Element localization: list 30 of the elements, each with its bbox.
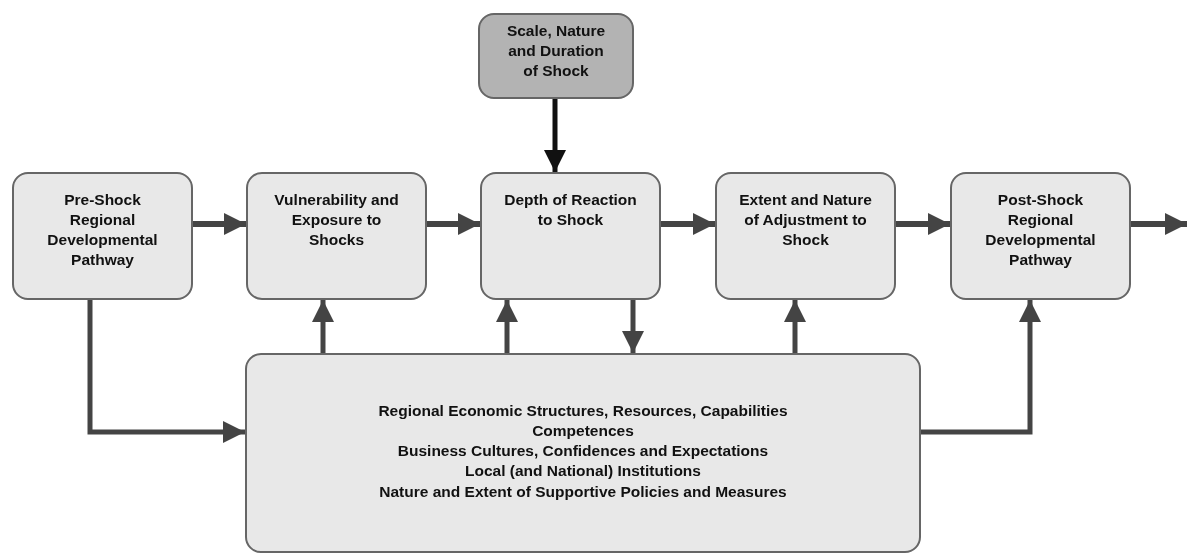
node-label: Nature and Extent of Supportive Policies and Measures: [379, 481, 787, 502]
node-label: Business Cultures, Confidences and Expectations: [397, 441, 769, 462]
arrow: [427, 213, 480, 235]
arrow: [496, 300, 518, 353]
arrow: [622, 300, 644, 353]
node-label: Local (and National) Institutions: [465, 461, 701, 482]
arrow: [87, 300, 245, 443]
arrow: [661, 213, 715, 235]
arrow: [896, 213, 950, 235]
process-box: [246, 172, 427, 300]
factors-box: [245, 353, 921, 553]
node-label: Pre-Shock Regional Developmental Pathway: [46, 190, 159, 271]
process-box: [12, 172, 193, 300]
node-label: Vulnerability and Exposure to Shocks: [273, 190, 400, 251]
arrow: [921, 300, 1041, 435]
process-box: [480, 172, 661, 300]
arrow: [312, 300, 334, 353]
node-label: Scale, Nature and Duration of Shock: [505, 21, 607, 82]
input-box: [478, 13, 634, 99]
arrow: [784, 300, 806, 353]
node-label: Depth of Reaction to Shock: [503, 190, 638, 231]
node-label: Post-Shock Regional Developmental Pathway: [984, 190, 1097, 271]
node-label: Extent and Nature of Adjustment to Shock: [738, 190, 873, 251]
node-label: Competences: [532, 421, 634, 442]
process-box: [715, 172, 896, 300]
arrow: [193, 213, 246, 235]
arrow: [1131, 213, 1187, 235]
node-label: Regional Economic Structures, Resources, Capabilities: [378, 401, 788, 421]
process-box: [950, 172, 1131, 300]
arrow: [544, 99, 566, 172]
